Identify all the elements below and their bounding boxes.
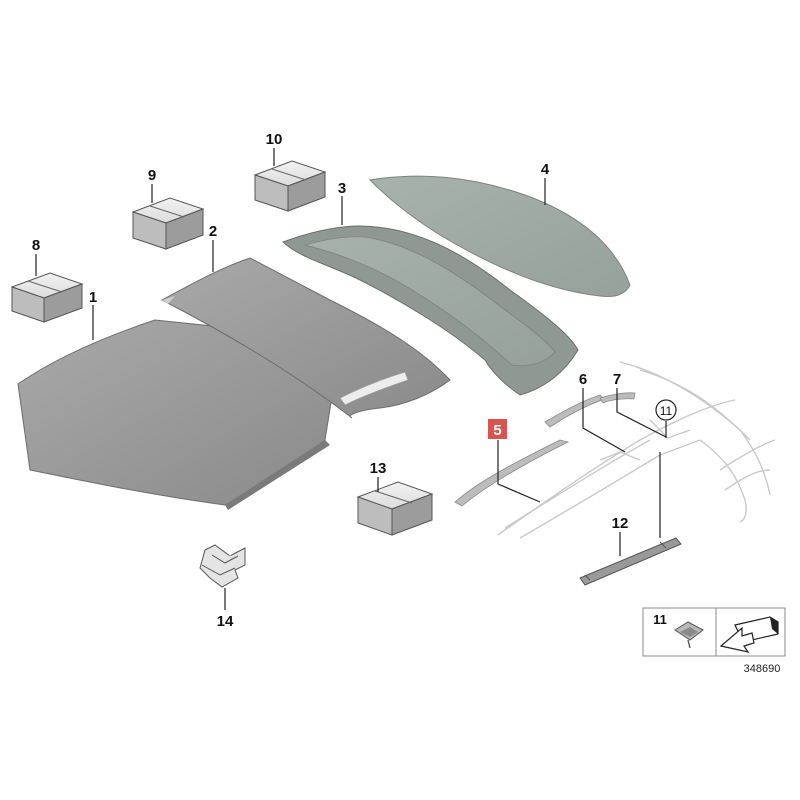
selected-callout-highlight bbox=[488, 419, 507, 439]
callout-11[interactable]: 11 bbox=[660, 404, 673, 418]
parts-box-9[interactable] bbox=[131, 197, 205, 250]
rail-part[interactable] bbox=[579, 537, 682, 586]
parts-box-13[interactable] bbox=[356, 481, 434, 536]
arrow-icon bbox=[719, 616, 779, 653]
callout-13[interactable]: 13 bbox=[370, 460, 387, 477]
bracket-part[interactable] bbox=[199, 544, 246, 588]
callout-5[interactable]: 5 bbox=[493, 422, 501, 439]
roof-panel-part[interactable] bbox=[17, 319, 336, 510]
leader-lines bbox=[35, 148, 667, 610]
parts-box-10[interactable] bbox=[253, 160, 327, 212]
reference-number: 348690 bbox=[744, 663, 781, 675]
legend-part-number: 11 bbox=[653, 612, 667, 627]
window-glass-part[interactable] bbox=[368, 175, 631, 298]
callout-2[interactable]: 2 bbox=[209, 223, 217, 240]
callout-4[interactable]: 4 bbox=[541, 161, 550, 178]
callout-8[interactable]: 8 bbox=[32, 237, 40, 254]
callout-14[interactable]: 14 bbox=[217, 613, 234, 630]
callout-7[interactable]: 7 bbox=[613, 371, 621, 388]
callout-6[interactable]: 6 bbox=[579, 371, 587, 388]
callout-10[interactable]: 10 bbox=[266, 131, 283, 148]
legend-box: 11 bbox=[642, 607, 786, 657]
callout-12[interactable]: 12 bbox=[612, 515, 629, 532]
seal-strip-part[interactable] bbox=[544, 394, 605, 428]
parts-box-8[interactable] bbox=[10, 272, 84, 323]
rear-window-frame-part[interactable] bbox=[282, 225, 579, 396]
roof-frame-structure bbox=[497, 361, 776, 539]
clip-icon bbox=[674, 621, 704, 649]
callout-11-circle bbox=[655, 399, 677, 421]
callout-9[interactable]: 9 bbox=[148, 167, 156, 184]
roof-liner-part[interactable] bbox=[160, 257, 451, 419]
trim-strip-part[interactable] bbox=[454, 439, 570, 507]
callout-3[interactable]: 3 bbox=[338, 180, 346, 197]
callout-1[interactable]: 1 bbox=[89, 289, 97, 306]
